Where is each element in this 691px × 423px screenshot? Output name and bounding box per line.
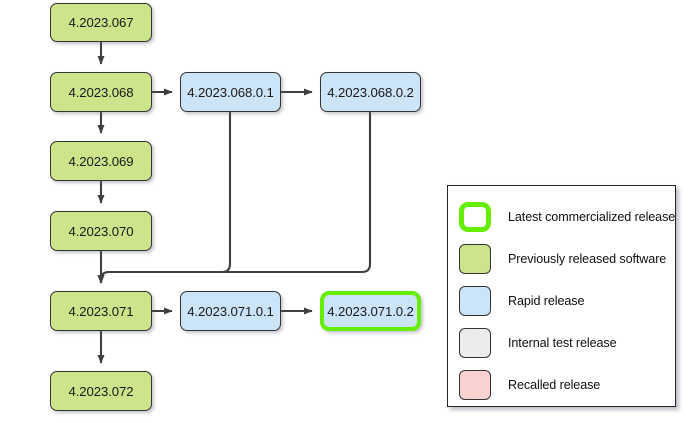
legend-label: Latest commercialized release	[508, 210, 676, 224]
legend-label: Rapid release	[508, 294, 585, 308]
release-node-label: 4.2023.072	[68, 383, 134, 399]
legend-row: Rapid release	[448, 280, 675, 322]
release-node-n069[interactable]: 4.2023.069	[50, 141, 152, 181]
release-node-label: 4.2023.071.0.1	[187, 303, 274, 319]
release-node-n068_0_2[interactable]: 4.2023.068.0.2	[320, 72, 421, 112]
release-node-n071_0_2[interactable]: 4.2023.071.0.2	[320, 291, 421, 331]
release-node-n068[interactable]: 4.2023.068	[50, 72, 152, 112]
release-node-label: 4.2023.068.0.1	[187, 84, 274, 100]
release-node-label: 4.2023.071	[68, 303, 134, 319]
release-node-n068_0_1[interactable]: 4.2023.068.0.1	[180, 72, 281, 112]
edge-068.0.2-071-elbow	[97, 112, 372, 284]
legend-label: Previously released software	[508, 252, 667, 266]
legend-swatch-green	[459, 244, 491, 274]
release-node-label: 4.2023.068	[68, 84, 134, 100]
legend-swatch-latest	[459, 202, 491, 232]
release-node-label: 4.2023.069	[68, 153, 134, 169]
legend-row: Previously released software	[448, 238, 675, 280]
release-node-n071_0_1[interactable]: 4.2023.071.0.1	[180, 291, 281, 331]
legend-label: Recalled release	[508, 378, 601, 392]
legend-row: Latest commercialized release	[448, 196, 675, 238]
release-node-label: 4.2023.068.0.2	[327, 84, 414, 100]
legend-swatch-pink	[459, 370, 491, 400]
release-node-n067[interactable]: 4.2023.067	[50, 3, 152, 42]
release-node-label: 4.2023.071.0.2	[327, 303, 414, 319]
legend-row: Recalled release	[448, 364, 675, 406]
release-node-n071[interactable]: 4.2023.071	[50, 291, 152, 331]
release-node-n072[interactable]: 4.2023.072	[50, 371, 152, 411]
legend-label: Internal test release	[508, 336, 617, 350]
release-node-n070[interactable]: 4.2023.070	[50, 211, 152, 251]
release-node-label: 4.2023.070	[68, 223, 134, 239]
release-node-label: 4.2023.067	[68, 15, 134, 30]
legend-swatch-blue	[459, 286, 491, 316]
legend-swatch-gray	[459, 328, 491, 358]
edge-068.0.1-071-elbow	[97, 112, 232, 284]
legend-row: Internal test release	[448, 322, 675, 364]
